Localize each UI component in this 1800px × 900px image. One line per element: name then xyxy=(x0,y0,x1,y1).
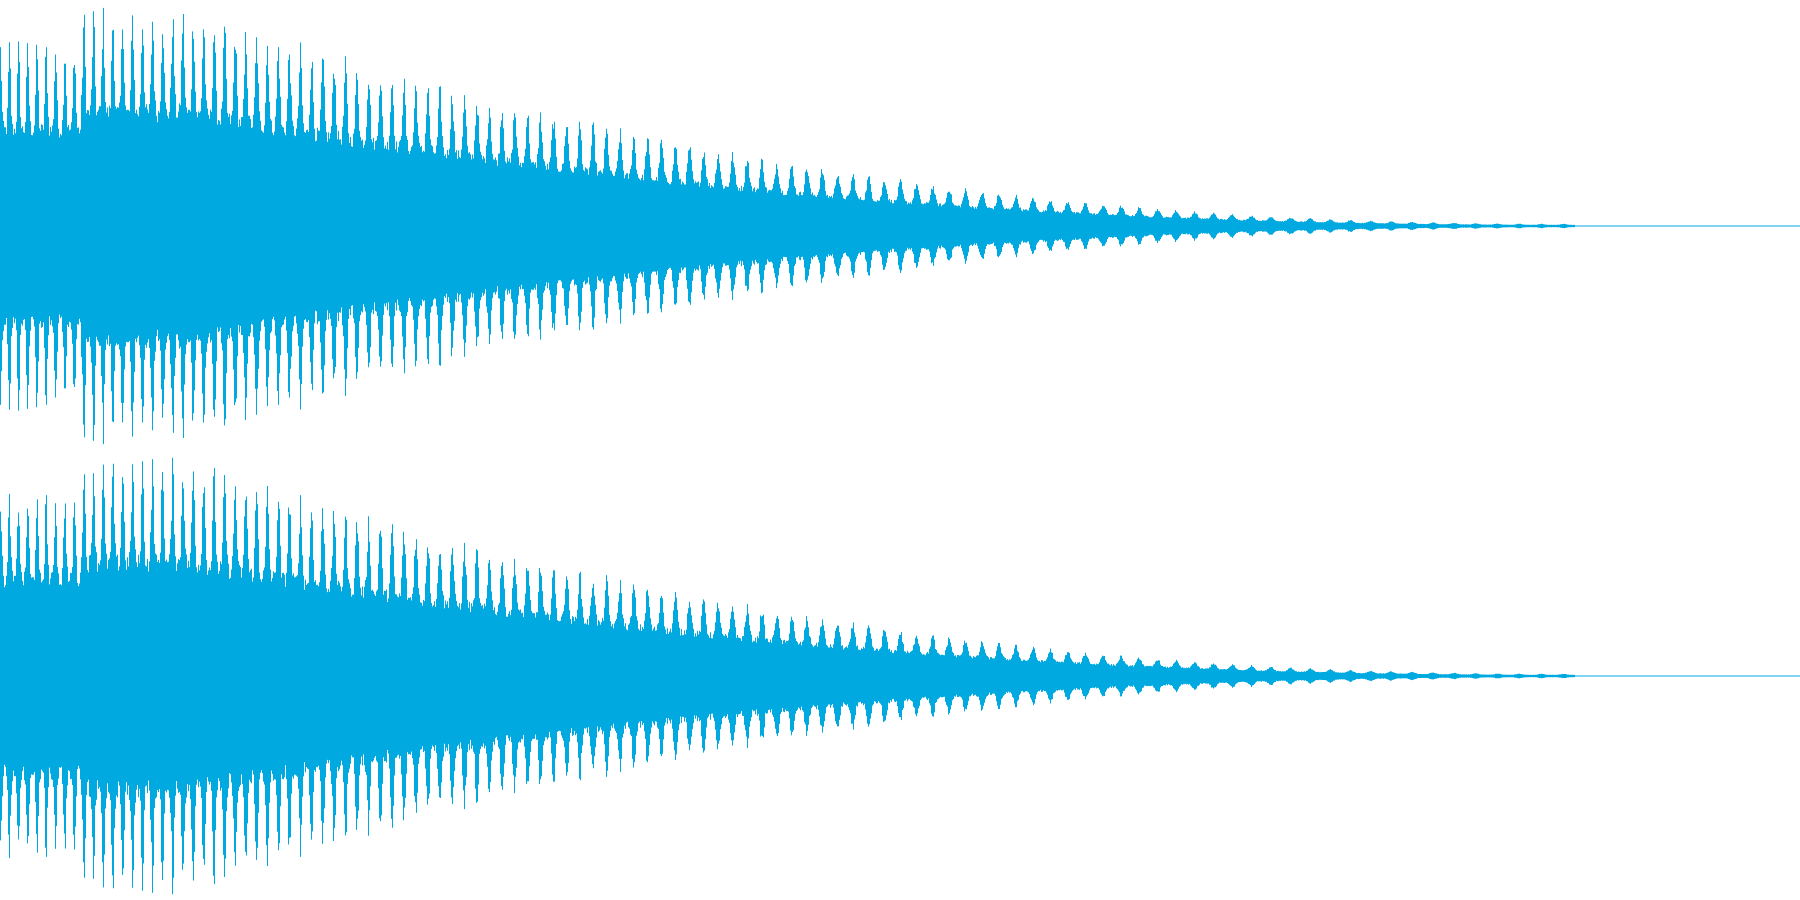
left-channel-waveform xyxy=(0,7,1800,445)
right-channel-waveform xyxy=(0,457,1800,895)
